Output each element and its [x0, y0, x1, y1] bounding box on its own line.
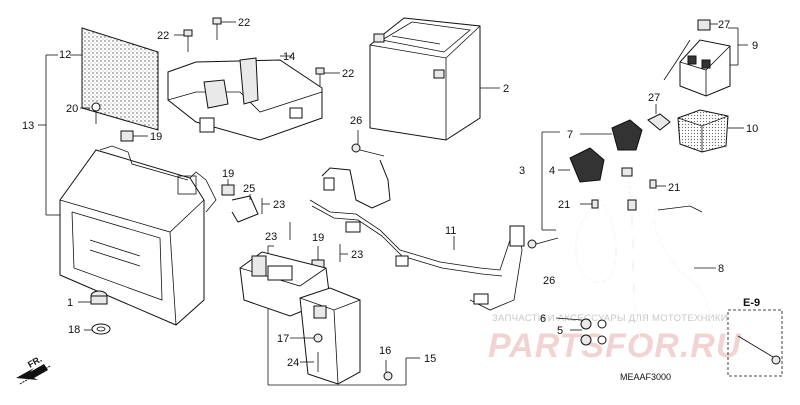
battery: [369, 17, 481, 141]
callout-5: 5: [557, 325, 563, 337]
callout-26-lower: 26: [543, 275, 555, 287]
callout-21-upper: 21: [668, 182, 680, 194]
callout-14: 14: [283, 51, 295, 63]
callout-18: 18: [68, 324, 80, 336]
battery-case: [59, 145, 217, 326]
callout-24: 24: [287, 357, 299, 369]
callout-1: 1: [67, 297, 73, 309]
fuse-box-cover: [677, 109, 729, 153]
callout-19-lower: 19: [312, 232, 324, 244]
negative-cable: [575, 199, 617, 283]
callout-20: 20: [66, 103, 78, 115]
relay-bracket-15: [239, 251, 361, 385]
ref-code: E-9: [743, 297, 760, 309]
battery-holder-plate: [167, 57, 323, 141]
grommet-18: [91, 323, 111, 335]
terminal-cover-4: [569, 147, 605, 183]
cable-bracket-11: [309, 159, 525, 311]
callout-23-a: 23: [273, 199, 285, 211]
callout-25: 25: [243, 183, 255, 195]
callout-11: 11: [445, 225, 456, 237]
bolt-22-top: [212, 17, 222, 40]
watermark-tagline: ЗАПЧАСТИ И АКСЕССУАРЫ ДЛЯ МОТОТЕХНИКИ: [492, 313, 728, 324]
callout-15: 15: [424, 353, 436, 365]
callout-22-left: 22: [157, 30, 169, 42]
callout-27-top: 27: [718, 19, 730, 31]
starter-cable-8: [653, 209, 713, 329]
bolt-20: [91, 102, 101, 112]
clip-25: [231, 195, 259, 223]
callout-6: 6: [540, 313, 546, 325]
callout-23-c: 23: [351, 249, 363, 261]
callout-27-mid: 27: [648, 92, 660, 104]
callout-13: 13: [22, 120, 34, 132]
callout-17: 17: [277, 333, 289, 345]
callout-3: 3: [519, 165, 525, 177]
fuse-box: [679, 19, 731, 97]
callout-2: 2: [503, 83, 509, 95]
reference-box: [727, 309, 783, 377]
callout-10: 10: [746, 123, 758, 135]
callout-22-right: 22: [342, 68, 354, 80]
fuse-27: [647, 113, 671, 131]
rubber-mount-19: [120, 130, 134, 142]
callout-4: 4: [549, 165, 555, 177]
callout-19-mid: 19: [222, 168, 234, 180]
bolt-22-left: [183, 29, 193, 52]
bolt-21-upper: [649, 179, 657, 189]
battery-insulator-sheet: [81, 27, 159, 131]
callout-26-upper: 26: [350, 115, 362, 127]
callout-12: 12: [59, 49, 71, 61]
callout-19-top: 19: [150, 131, 162, 143]
callout-8: 8: [718, 263, 724, 275]
rubber-mount-19-mid: [221, 184, 235, 196]
bolt-16: [383, 371, 393, 381]
bolt-22-right: [315, 67, 325, 86]
callout-9: 9: [752, 40, 758, 52]
bolt-26-lower: [527, 237, 559, 249]
terminal-bolts-5-6: [580, 318, 607, 346]
callout-22-top: 22: [238, 17, 250, 29]
callout-16: 16: [379, 345, 391, 357]
watermark-logo: PARTSFOR.RU: [488, 327, 742, 365]
callout-21-lower: 21: [558, 199, 570, 211]
bolt-17: [313, 333, 323, 343]
callout-23-b: 23: [265, 231, 277, 243]
front-arrow-icon: [16, 364, 51, 385]
bolt-21-lower: [591, 199, 599, 209]
drawing-code: MEAAF3000: [620, 372, 671, 382]
bolt-26-upper: [351, 143, 385, 157]
callout-7: 7: [567, 129, 573, 141]
terminal-cover-7: [611, 119, 643, 151]
